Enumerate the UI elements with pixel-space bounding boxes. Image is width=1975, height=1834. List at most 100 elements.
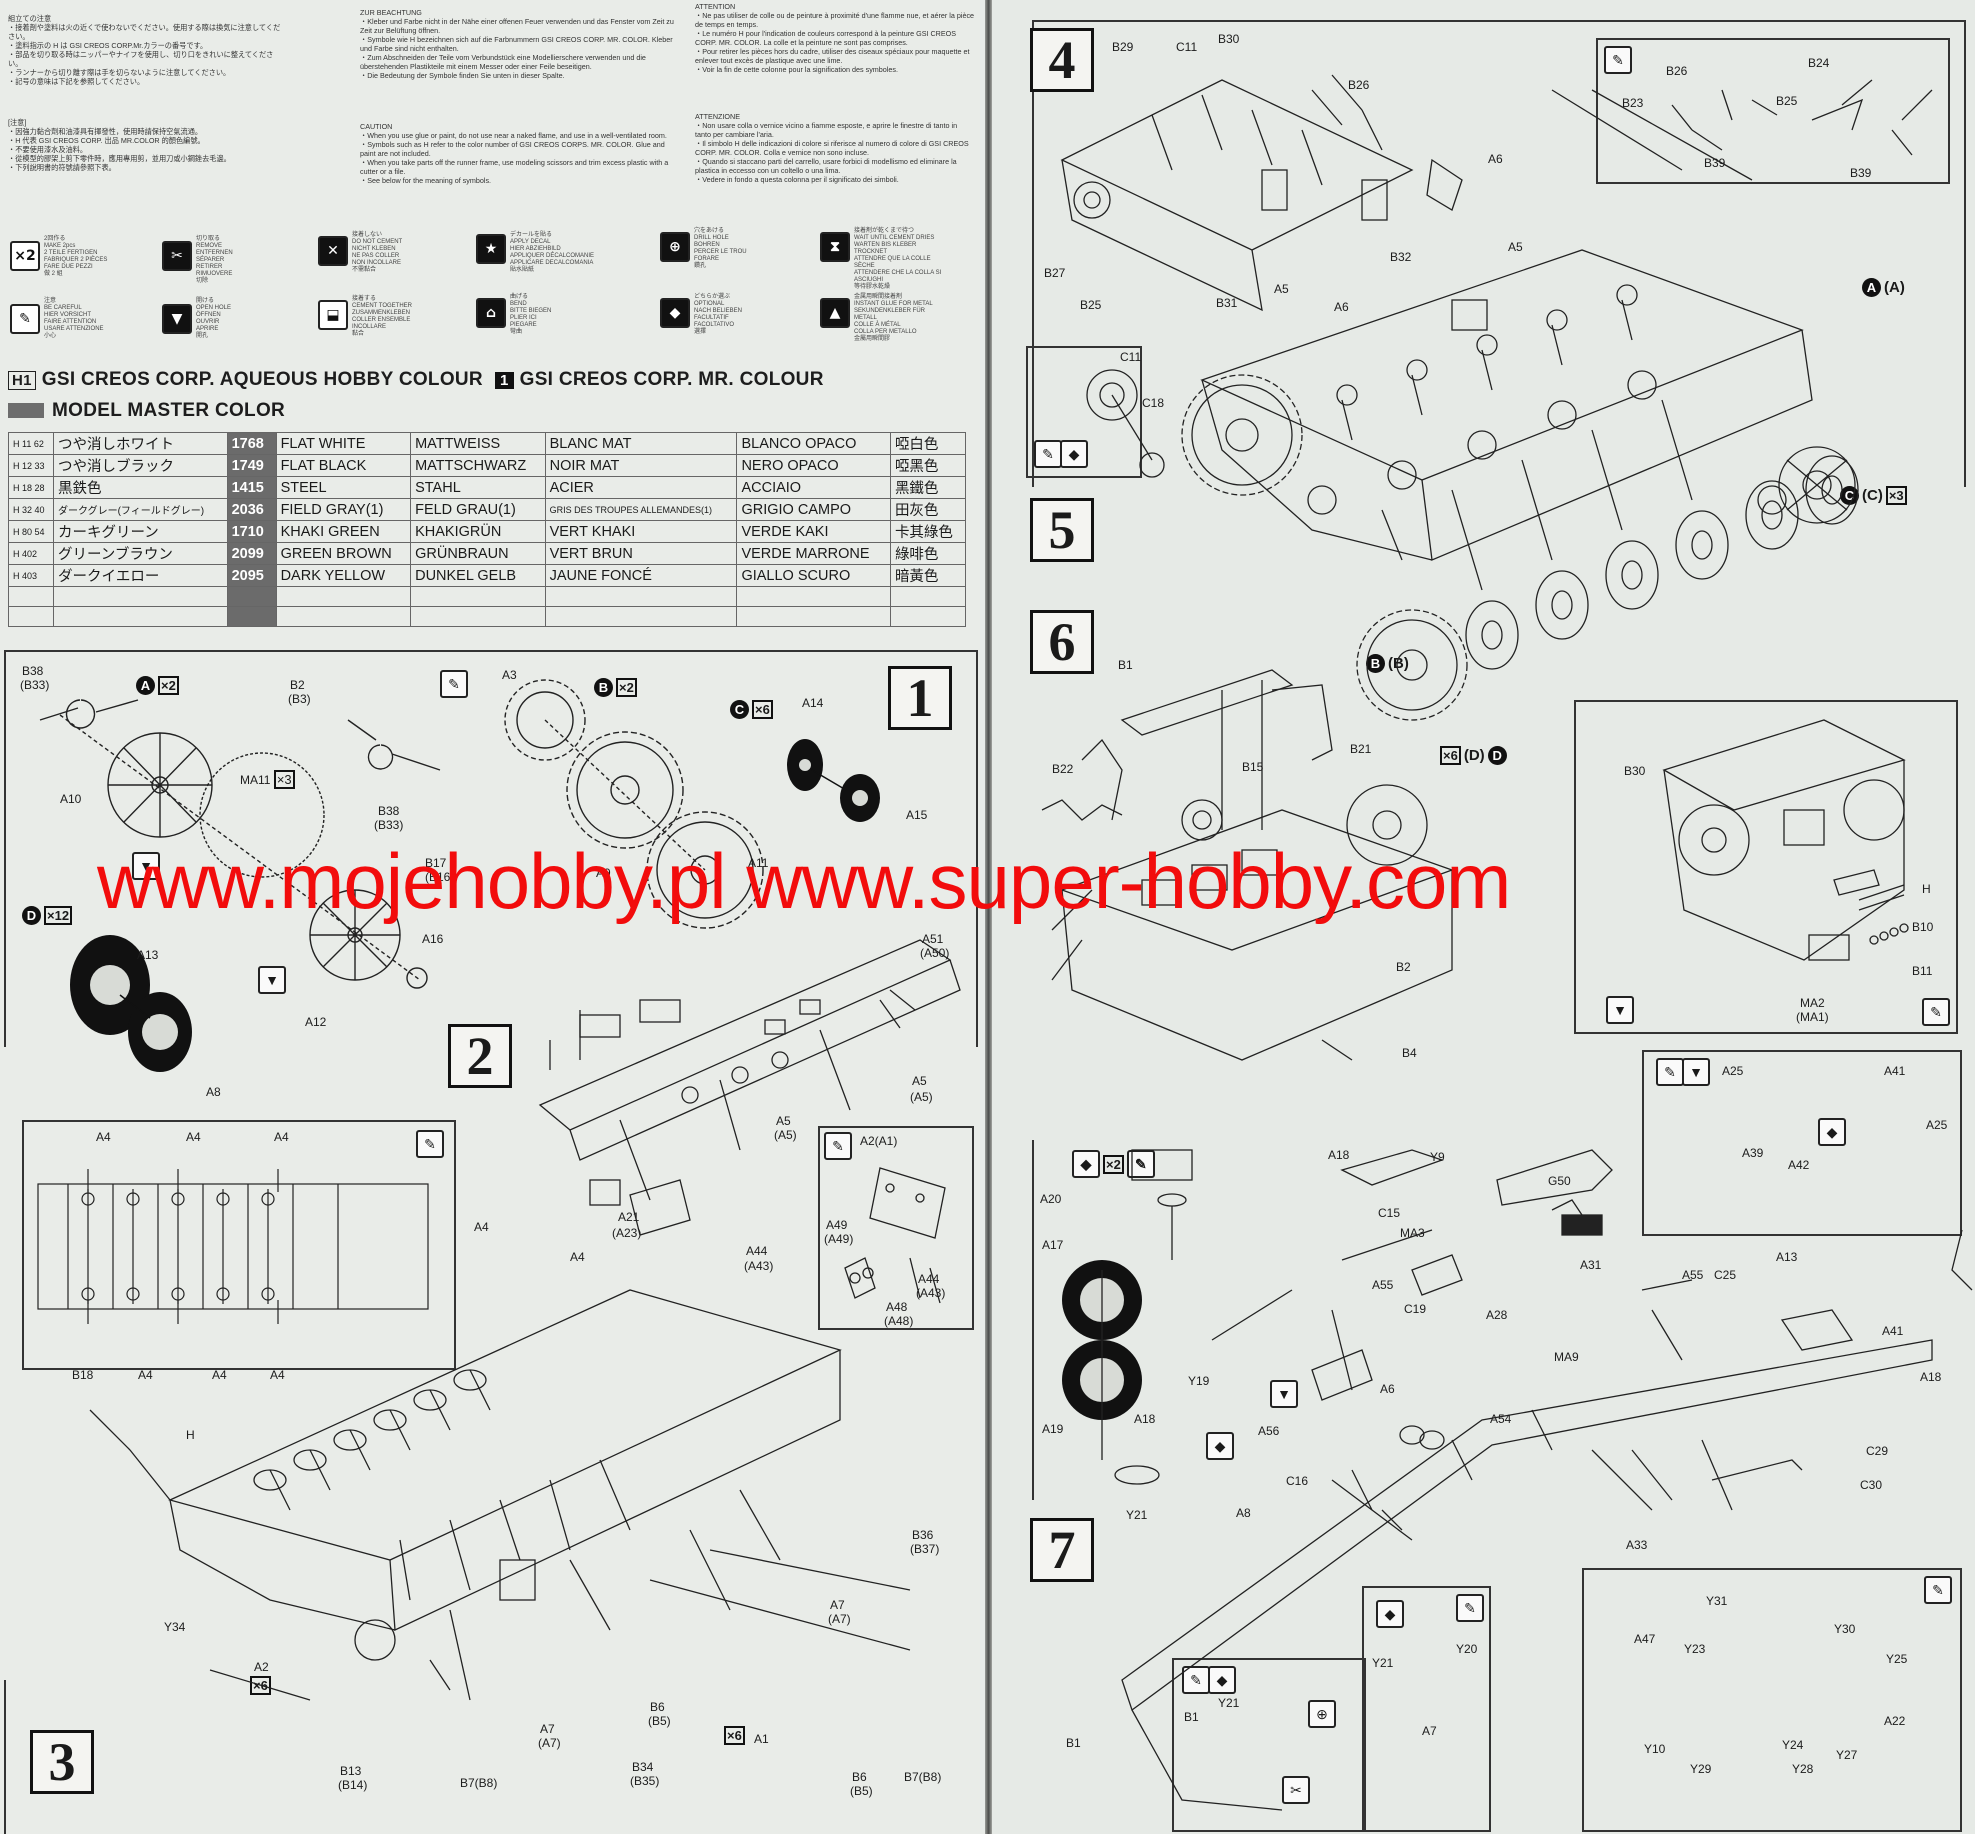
- part-label: C25: [1714, 1268, 1737, 1282]
- color-cell-fr: NOIR MAT: [544, 454, 738, 477]
- optional-icon: ◆: [1072, 1150, 1100, 1178]
- symbol-text: 開ける OPEN HOLE ÖFFNEN OUVRIR APRIRE 開孔: [196, 298, 232, 339]
- step-2-number: 2: [448, 1024, 512, 1088]
- part-label: B11: [1912, 964, 1933, 978]
- ma11-label: MA11 ×3: [240, 770, 295, 789]
- part-d-x12: D×12: [22, 906, 73, 925]
- part-label: A18: [1134, 1412, 1156, 1426]
- instructions-english: CAUTION ・When you use glue or paint, do …: [360, 122, 669, 185]
- step-4-inset-frame: [1026, 346, 1142, 478]
- optional-icon: ◆: [1376, 1600, 1404, 1628]
- empty-cell: [8, 586, 54, 607]
- step-1-number: 1: [888, 666, 952, 730]
- bend-icon: ⌂: [476, 298, 506, 328]
- open-hole-icon: ▼: [1270, 1380, 1298, 1408]
- step-7-detail-frame-mid: [1362, 1586, 1491, 1832]
- step-1-drawing: [39, 679, 880, 1072]
- part-label: A7: [540, 1722, 555, 1736]
- careful-icon: ✎: [1656, 1058, 1684, 1086]
- part-label: A14: [802, 696, 824, 710]
- careful-icon: ✎: [1456, 1594, 1484, 1622]
- empty-cell: [736, 606, 891, 627]
- part-label: B39: [1704, 156, 1726, 170]
- part-label: C16: [1286, 1474, 1309, 1488]
- empty-cell: [8, 606, 54, 627]
- part-label: B30: [1218, 32, 1240, 46]
- part-label: B23: [1622, 96, 1644, 110]
- part-label: A5: [776, 1114, 791, 1128]
- symbol-text: 注意 BE CAREFUL HIER VORSICHT FAIRE ATTENT…: [44, 298, 104, 339]
- step-6-detail-drawing: [1662, 719, 1909, 961]
- symbol-text: どちらか選ぶ OPTIONAL NACH BELIEBEN FACULTATIF…: [694, 294, 743, 335]
- color-cell-it: NERO OPACO: [736, 454, 891, 477]
- color-cell-ref: H 402: [8, 542, 54, 565]
- part-label: B29: [1112, 40, 1134, 54]
- color-cell-ja: ダークイエロー: [53, 564, 228, 587]
- make-2-icon: ×2: [10, 241, 40, 271]
- color-cell-mm: 2099: [226, 542, 277, 565]
- symbol-text: 接着しない DO NOT CEMENT NICHT KLEBEN NE PAS …: [352, 232, 403, 273]
- part-label: C11: [1176, 40, 1198, 54]
- color-cell-en: FIELD GRAY(1): [275, 498, 412, 521]
- empty-cell: [410, 586, 546, 607]
- symbol-text: 接着剤が乾くまで待つ WAIT UNTIL CEMENT DRIES WARTE…: [854, 228, 942, 290]
- part-label: MA9: [1554, 1350, 1579, 1364]
- color-cell-it: VERDE MARRONE: [736, 542, 891, 565]
- sprue-a-alt: (A): [1884, 279, 1905, 296]
- optional-icon: ◆: [660, 298, 690, 328]
- part-label: C18: [1142, 396, 1165, 410]
- step-6-drawing: [1041, 669, 1454, 1061]
- sprue-b-alt: (B): [1388, 655, 1409, 672]
- part-c-c-x3: C(C)×3: [1840, 486, 1907, 505]
- open-hole-icon: ▼: [162, 304, 192, 334]
- part-label: Y21: [1218, 1696, 1240, 1710]
- part-label: (A5): [910, 1090, 933, 1104]
- part-label: C19: [1404, 1302, 1427, 1316]
- part-label: A15: [906, 808, 928, 822]
- part-label: (A23): [612, 1226, 642, 1240]
- careful-icon: ✎: [416, 1130, 444, 1158]
- no-cement-icon: ✕: [318, 236, 348, 266]
- part-label: Y31: [1706, 1594, 1728, 1608]
- part-a-x2: A×2: [136, 676, 179, 695]
- part-label: A7: [1422, 1724, 1437, 1738]
- color-cell-mm: 1710: [226, 520, 277, 543]
- step-7-drawing: [1062, 1149, 1973, 1811]
- part-label: Y25: [1886, 1652, 1908, 1666]
- part-label: B7(B8): [460, 1776, 498, 1790]
- part-label: B6: [852, 1770, 867, 1784]
- color-cell-zh: 啞白色: [889, 432, 967, 455]
- step-5-number: 5: [1030, 498, 1094, 562]
- part-label: B7(B8): [904, 1770, 942, 1784]
- color-cell-de: DUNKEL GELB: [410, 564, 546, 587]
- color-cell-ref: H 11 62: [8, 432, 54, 455]
- part-label: A54: [1490, 1412, 1512, 1426]
- part-label: B17: [425, 856, 447, 870]
- part-label: B1: [1066, 1736, 1081, 1750]
- count-value: 12: [54, 908, 70, 923]
- part-label: A17: [1042, 1238, 1064, 1252]
- count-value: 6: [762, 702, 770, 717]
- color-cell-de: KHAKIGRÜN: [410, 520, 546, 543]
- color-cell-it: BLANCO OPACO: [736, 432, 891, 455]
- part-label: (MA1): [1796, 1010, 1829, 1024]
- color-cell-it: GIALLO SCURO: [736, 564, 891, 587]
- color-cell-de: FELD GRAU(1): [410, 498, 546, 521]
- part-label: A4: [274, 1130, 289, 1144]
- color-cell-fr: ACIER: [544, 476, 738, 499]
- color-cell-ja: ダークグレー(フィールドグレー): [53, 498, 228, 521]
- step-7-detail-frame-right: [1582, 1568, 1962, 1832]
- part-label: A7: [830, 1598, 845, 1612]
- part-label: (A43): [744, 1259, 774, 1273]
- sprue-b: B: [594, 678, 613, 697]
- part-label: A25: [1722, 1064, 1744, 1078]
- symbol-text: 切り取る REMOVE ENTFERNEN SÉPARER RETIRER RI…: [196, 236, 233, 284]
- sprue-b: B: [1366, 654, 1385, 673]
- part-label: A48: [886, 1300, 908, 1314]
- part-label: A56: [1258, 1424, 1280, 1438]
- step-4-number: 4: [1030, 28, 1094, 92]
- color-cell-zh: 田灰色: [889, 498, 967, 521]
- color-cell-en: STEEL: [275, 476, 412, 499]
